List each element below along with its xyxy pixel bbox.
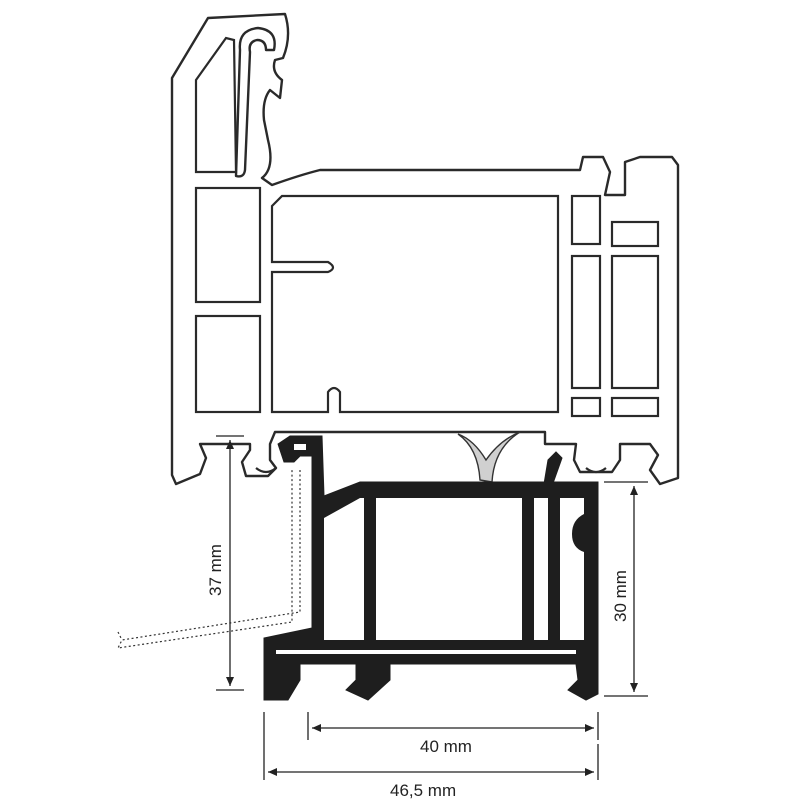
width-inner-label: 40 mm — [420, 737, 472, 756]
frame-hook — [234, 26, 276, 178]
width-outer-label: 46,5 mm — [390, 781, 456, 800]
hidden-sill-extension-end — [117, 631, 123, 641]
frame-chamber-left-2 — [194, 314, 262, 414]
gasket-seal — [457, 431, 521, 483]
dimension-height-left: 37 mm — [206, 435, 244, 691]
sill-chamber-2 — [376, 498, 522, 640]
dimension-height-right: 30 mm — [604, 481, 648, 697]
dimension-width-outer: 46,5 mm — [263, 712, 599, 800]
height-left-label: 37 mm — [206, 544, 225, 596]
frame-groove-left — [255, 467, 277, 474]
sill-drip-hook — [543, 451, 563, 487]
frame-chamber-right-b — [610, 220, 660, 248]
frame-chamber-left-1 — [194, 186, 262, 304]
frame-chamber-right-a — [570, 194, 602, 246]
frame-chamber-right-f — [610, 396, 660, 418]
sill-chamber-4 — [560, 498, 584, 640]
sill-lip — [294, 444, 306, 450]
hidden-sill-extension — [116, 470, 301, 649]
frame-chamber-right-c — [570, 254, 602, 390]
sill-chamber-1 — [324, 498, 364, 640]
height-right-label: 30 mm — [611, 570, 630, 622]
dimension-width-inner: 40 mm — [307, 712, 599, 756]
frame-chamber-main — [270, 194, 560, 414]
frame-profile — [170, 12, 680, 486]
frame-chamber-right-e — [570, 396, 602, 418]
sill-profile — [263, 435, 599, 701]
frame-chamber-upper-left — [194, 36, 238, 174]
sill-chamber-3 — [534, 498, 548, 640]
frame-groove-right — [585, 467, 607, 474]
frame-chamber-right-d — [610, 254, 660, 390]
sill-base-gap — [276, 650, 576, 654]
